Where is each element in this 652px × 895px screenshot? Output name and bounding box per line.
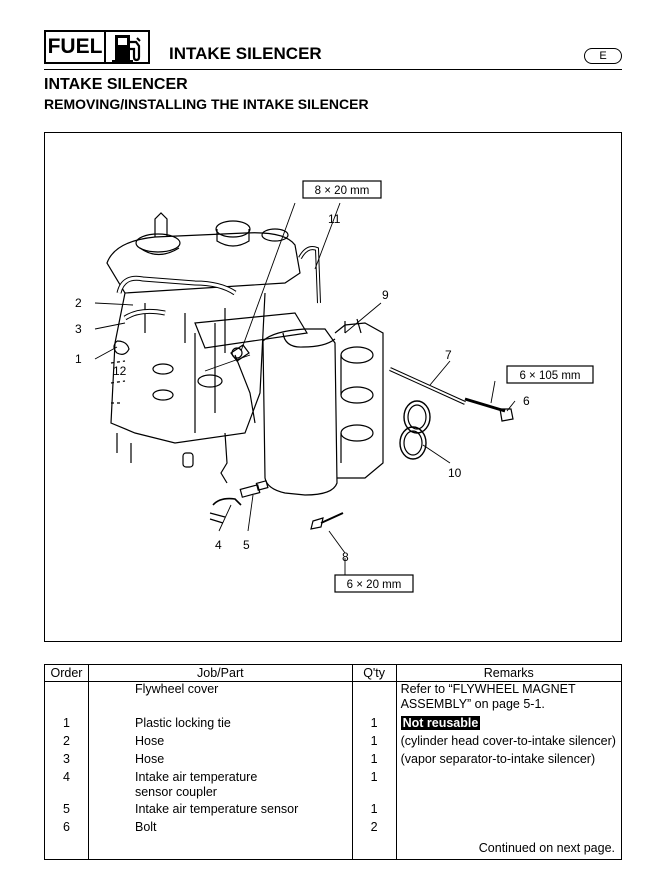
page-header: FUEL INTAKE SILENCER E <box>44 30 622 70</box>
table-row: 2 Hose 1 (cylinder head cover-to-intake … <box>44 733 623 752</box>
continued-note: Continued on next page. <box>395 837 623 860</box>
table-row: Flywheel cover Refer to “FLYWHEEL MAGNET… <box>44 681 623 716</box>
row-part: Intake air temperature sensor coupler <box>87 769 353 802</box>
callout-12: 12 <box>113 364 127 378</box>
dimension-label-6x105: 6 × 105 mm <box>519 370 580 382</box>
header-remarks: Remarks <box>395 664 623 682</box>
page-subtitle: REMOVING/INSTALLING THE INTAKE SILENCER <box>44 96 369 112</box>
callout-5: 5 <box>243 538 250 552</box>
table-row: 6 Bolt 2 <box>44 819 623 838</box>
table-header-row: Order Job/Part Q'ty Remarks <box>44 664 623 682</box>
callout-11: 11 <box>328 212 341 226</box>
callouts: 1 2 3 4 5 6 7 8 9 10 11 12 <box>75 212 530 564</box>
row-part: Hose <box>87 733 353 752</box>
not-reusable-badge: Not reusable <box>400 715 481 730</box>
page-title: INTAKE SILENCER <box>44 76 188 93</box>
row-remarks <box>395 769 623 802</box>
language-badge: E <box>584 48 622 64</box>
table-row: 5 Intake air temperature sensor 1 <box>44 801 623 820</box>
row-order: 1 <box>44 715 89 734</box>
row-qty: 1 <box>351 715 397 734</box>
header-qty: Q'ty <box>351 664 397 682</box>
row-qty <box>351 681 397 716</box>
header-order: Order <box>44 664 89 682</box>
row-remarks <box>395 801 623 820</box>
row-order: 5 <box>44 801 89 820</box>
leader-lines <box>94 202 516 578</box>
row-order <box>44 681 89 716</box>
row-order: 3 <box>44 751 89 770</box>
callout-8: 8 <box>342 550 349 564</box>
row-part: Flywheel cover <box>87 681 353 716</box>
row-remarks <box>395 819 623 838</box>
callout-2: 2 <box>75 296 82 310</box>
row-qty: 1 <box>351 751 397 770</box>
callout-1: 1 <box>75 352 82 366</box>
table-row: Continued on next page. <box>44 837 623 860</box>
table-row: 3 Hose 1 (vapor separator-to-intake sile… <box>44 751 623 770</box>
row-part: Intake air temperature sensor <box>87 801 353 820</box>
section-label: FUEL <box>44 30 106 64</box>
header-job-part: Job/Part <box>87 664 353 682</box>
row-remarks: (vapor separator-to-intake silencer) <box>395 751 623 770</box>
parts-table: Order Job/Part Q'ty Remarks Flywheel cov… <box>44 664 623 860</box>
row-order: 2 <box>44 733 89 752</box>
row-part: Plastic locking tie <box>87 715 353 734</box>
fuel-pump-icon <box>106 30 150 64</box>
callout-7: 7 <box>445 348 452 362</box>
callout-4: 4 <box>215 538 222 552</box>
callout-10: 10 <box>448 466 462 480</box>
dimension-label-6x20: 6 × 20 mm <box>347 579 402 591</box>
exploded-diagram: 1 2 3 4 5 6 7 8 9 10 11 12 8 × 20 mm 6 ×… <box>44 132 622 642</box>
table-row: 4 Intake air temperature sensor coupler … <box>44 769 623 802</box>
row-qty: 1 <box>351 801 397 820</box>
callout-9: 9 <box>382 288 389 302</box>
row-order: 4 <box>44 769 89 802</box>
row-qty: 1 <box>351 733 397 752</box>
row-qty: 1 <box>351 769 397 802</box>
row-qty: 2 <box>351 819 397 838</box>
row-remarks: Refer to “FLYWHEEL MAGNET ASSEMBLY” on p… <box>395 681 623 716</box>
engine-drawing <box>106 212 514 530</box>
dimension-labels: 8 × 20 mm 6 × 105 mm 6 × 20 mm <box>302 180 594 593</box>
row-remarks: (cylinder head cover-to-intake silencer) <box>395 733 623 752</box>
callout-3: 3 <box>75 322 82 336</box>
header-rule <box>44 69 622 70</box>
row-part: Hose <box>87 751 353 770</box>
dimension-label-8x20-top: 8 × 20 mm <box>315 185 370 197</box>
row-order: 6 <box>44 819 89 838</box>
row-part: Bolt <box>87 819 353 838</box>
header-title: INTAKE SILENCER <box>169 44 322 63</box>
table-row: 1 Plastic locking tie 1 Not reusable <box>44 715 623 734</box>
callout-6: 6 <box>523 394 530 408</box>
